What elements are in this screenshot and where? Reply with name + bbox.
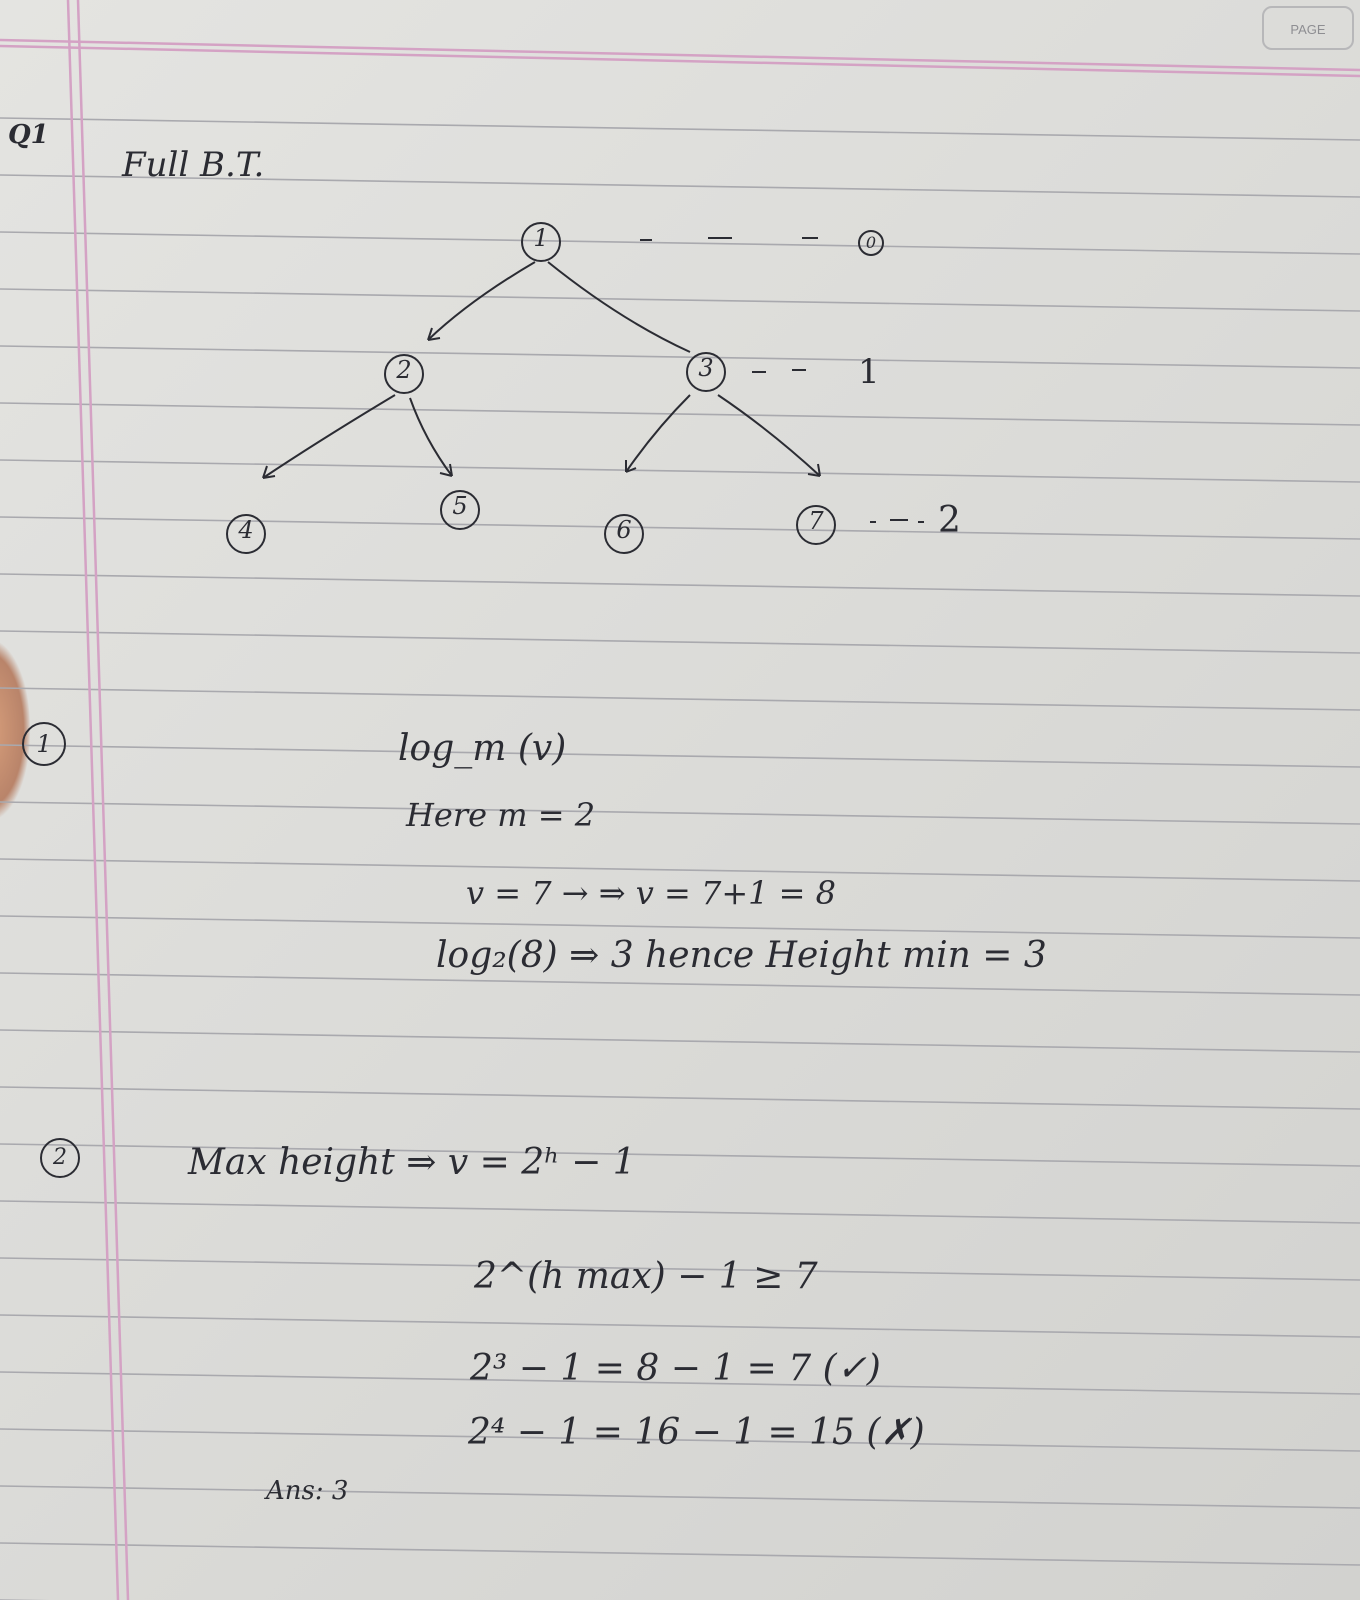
rule-line — [0, 231, 1360, 255]
level-label-1: 1 — [858, 352, 880, 392]
left-margin-line — [66, 0, 120, 1600]
edge-3-7 — [717, 394, 821, 477]
page-number-box: PAGE — [1262, 6, 1354, 50]
rule-line — [0, 288, 1360, 312]
question-title: Full B.T. — [122, 145, 265, 185]
edge-1-2 — [427, 261, 536, 341]
part2-inequality-line: 2^(h max) − 1 ≥ 7 — [474, 1256, 818, 1297]
rule-line — [0, 801, 1360, 825]
edge-2-5 — [409, 397, 453, 477]
edge-3-6 — [625, 394, 691, 473]
rule-line — [0, 744, 1360, 768]
rule-line — [0, 1314, 1360, 1338]
answer: Ans: 3 — [266, 1476, 349, 1506]
rule-line — [0, 1029, 1360, 1053]
rule-line — [0, 1371, 1360, 1395]
tree-node-4: 4 — [226, 514, 266, 554]
part1-log-line: log₂(8) ⇒ 3 hence Height min = 3 — [436, 935, 1047, 976]
tree-node-7: 7 — [796, 505, 836, 545]
part2-four-line: 2⁴ − 1 = 16 − 1 = 15 (✗) — [468, 1412, 925, 1453]
level-label-0: 0 — [858, 230, 884, 256]
rule-line — [0, 687, 1360, 711]
rule-line — [0, 1143, 1360, 1167]
part1-here-line: Here m = 2 — [406, 796, 596, 834]
rule-line — [0, 1257, 1360, 1281]
tree-node-2: 2 — [384, 354, 424, 394]
part1-v-line: v = 7 → ⇒ v = 7+1 = 8 — [466, 874, 837, 912]
level-label-2: 2 — [938, 500, 961, 541]
part2-max-line: Max height ⇒ v = 2ʰ − 1 — [188, 1142, 636, 1183]
edge-2-4 — [262, 394, 396, 479]
rule-line — [0, 459, 1360, 483]
rule-line — [0, 402, 1360, 426]
tree-node-5: 5 — [440, 490, 480, 530]
rule-line — [0, 858, 1360, 882]
part1-marker: 1 — [22, 722, 66, 766]
rule-line — [0, 516, 1360, 540]
rule-line — [0, 630, 1360, 654]
rule-line — [0, 117, 1360, 141]
page-label: PAGE — [1290, 22, 1326, 37]
question-number: Q1 — [8, 120, 49, 150]
rule-line — [0, 573, 1360, 597]
rule-line — [0, 345, 1360, 369]
rule-line — [0, 915, 1360, 939]
tree-node-1: 1 — [521, 222, 561, 262]
tree-node-3: 3 — [686, 352, 726, 392]
rule-line — [0, 1542, 1360, 1566]
part1-formula: log_m (v) — [398, 728, 567, 769]
rule-line — [0, 174, 1360, 198]
top-margin-line — [0, 38, 1360, 72]
edge-1-3 — [547, 261, 691, 353]
tree-node-6: 6 — [604, 514, 644, 554]
part2-three-line: 2³ − 1 = 8 − 1 = 7 (✓) — [470, 1348, 881, 1389]
rule-line — [0, 972, 1360, 996]
rule-line — [0, 1485, 1360, 1509]
part2-marker: 2 — [40, 1138, 80, 1178]
rule-line — [0, 1200, 1360, 1224]
left-margin-line — [76, 0, 130, 1600]
rule-line — [0, 1428, 1360, 1452]
rule-line — [0, 1086, 1360, 1110]
top-margin-line — [0, 44, 1360, 78]
